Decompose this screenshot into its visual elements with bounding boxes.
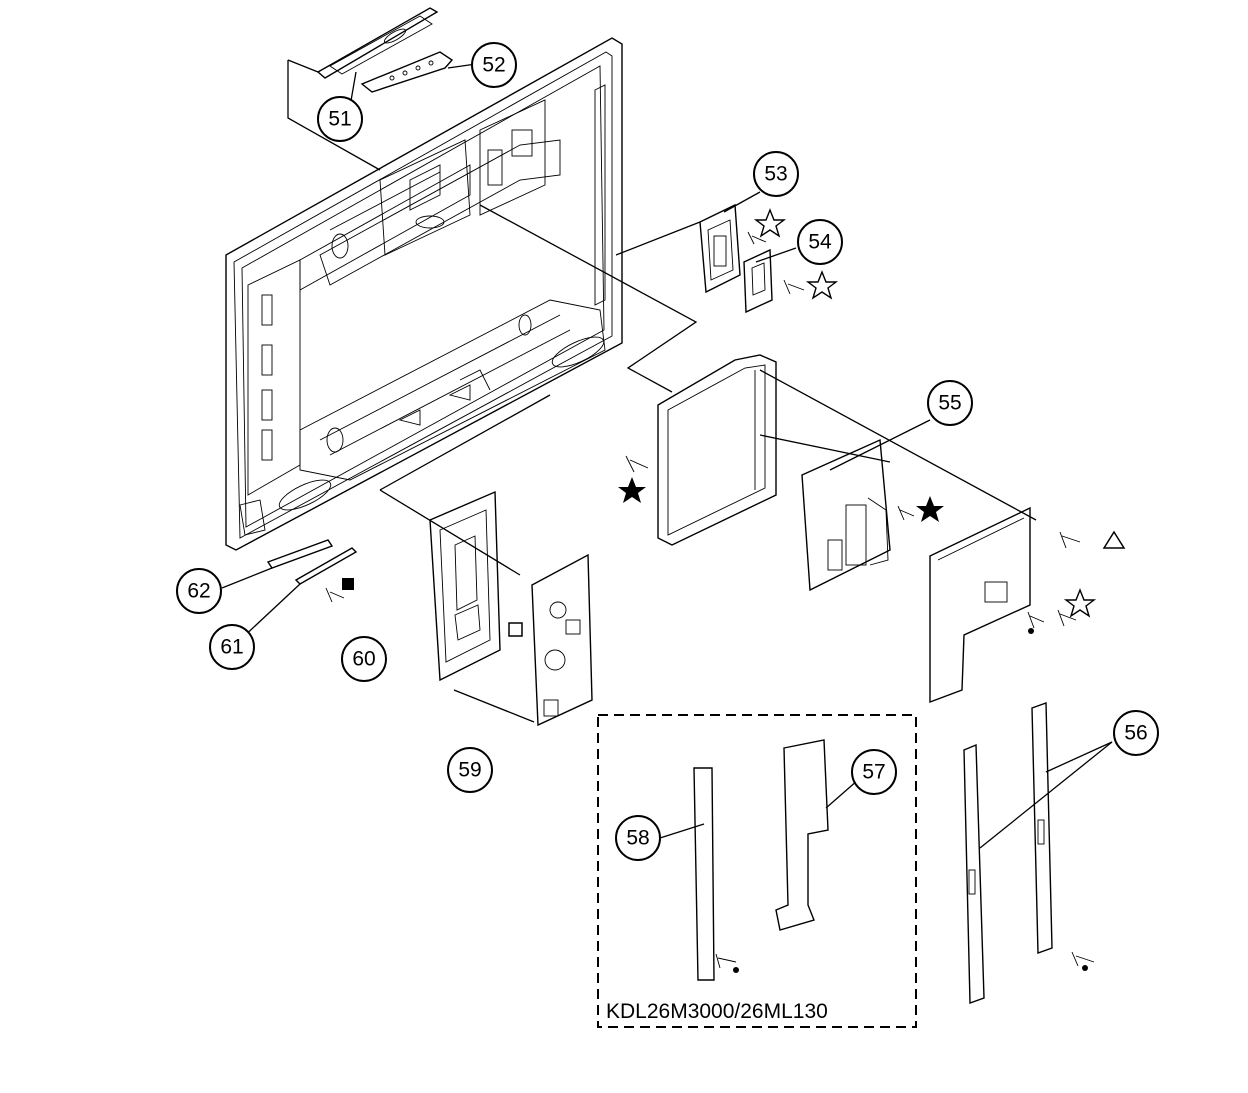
callout-62: 62	[176, 568, 222, 614]
callout-52: 52	[471, 42, 517, 88]
filled-square-icon	[342, 578, 354, 590]
callout-label-62: 62	[187, 580, 210, 603]
callout-57: 57	[851, 749, 897, 795]
callout-label-61: 61	[220, 636, 243, 659]
filled-dot-icon	[1082, 965, 1088, 971]
callout-55: 55	[927, 380, 973, 426]
variant-parts-group	[597, 714, 917, 1028]
part-54-terminal-plate	[743, 248, 773, 314]
callout-60: 60	[341, 636, 387, 682]
callout-51: 51	[317, 96, 363, 142]
variant-model-label: KDL26M3000/26ML130	[606, 1000, 828, 1023]
callout-54: 54	[797, 219, 843, 265]
callout-label-57: 57	[862, 761, 885, 784]
open-square-icon	[508, 622, 523, 637]
part-59-power-board	[531, 553, 593, 727]
callout-label-53: 53	[764, 163, 787, 186]
part-60-chassis-bracket	[429, 490, 501, 682]
filled-star-icon	[618, 477, 646, 503]
part-56-right-bracket	[1031, 702, 1053, 954]
part-58-bracket	[693, 767, 715, 981]
callout-label-51: 51	[328, 108, 351, 131]
callout-label-54: 54	[808, 231, 832, 254]
callout-label-56: 56	[1124, 722, 1147, 745]
callout-label-59: 59	[458, 759, 481, 782]
variant-dashed-box	[597, 714, 917, 1028]
part-51-top-bracket	[316, 7, 439, 79]
part-56-left-bracket	[963, 743, 985, 1004]
callout-label-58: 58	[626, 827, 649, 850]
open-star-icon	[1063, 588, 1097, 618]
callout-61: 61	[209, 624, 255, 670]
part-62-bottom-strip	[266, 539, 334, 569]
open-star-icon	[753, 208, 787, 238]
part-55-circuit-board	[801, 438, 891, 592]
callout-56: 56	[1113, 710, 1159, 756]
open-star-icon	[805, 270, 839, 300]
callout-label-52: 52	[482, 54, 505, 77]
rear-frame-assembly	[225, 37, 623, 551]
filled-star-icon	[916, 496, 944, 522]
screw-symbols	[342, 208, 1126, 973]
filled-dot-icon	[733, 967, 739, 973]
part-53-connector-bracket	[699, 203, 741, 294]
part-57-bracket	[775, 739, 829, 931]
open-triangle-icon	[1102, 530, 1126, 549]
part-61-bottom-rod	[294, 547, 358, 585]
part-52-hinge-cover	[360, 51, 454, 93]
filled-dot-icon	[1028, 628, 1034, 634]
callout-58: 58	[615, 815, 661, 861]
callout-label-55: 55	[938, 392, 961, 415]
part-55-shield-case	[657, 354, 777, 546]
callout-53: 53	[753, 151, 799, 197]
part-55-rear-shield	[929, 506, 1031, 704]
callout-59: 59	[447, 747, 493, 793]
callout-label-60: 60	[352, 648, 375, 671]
